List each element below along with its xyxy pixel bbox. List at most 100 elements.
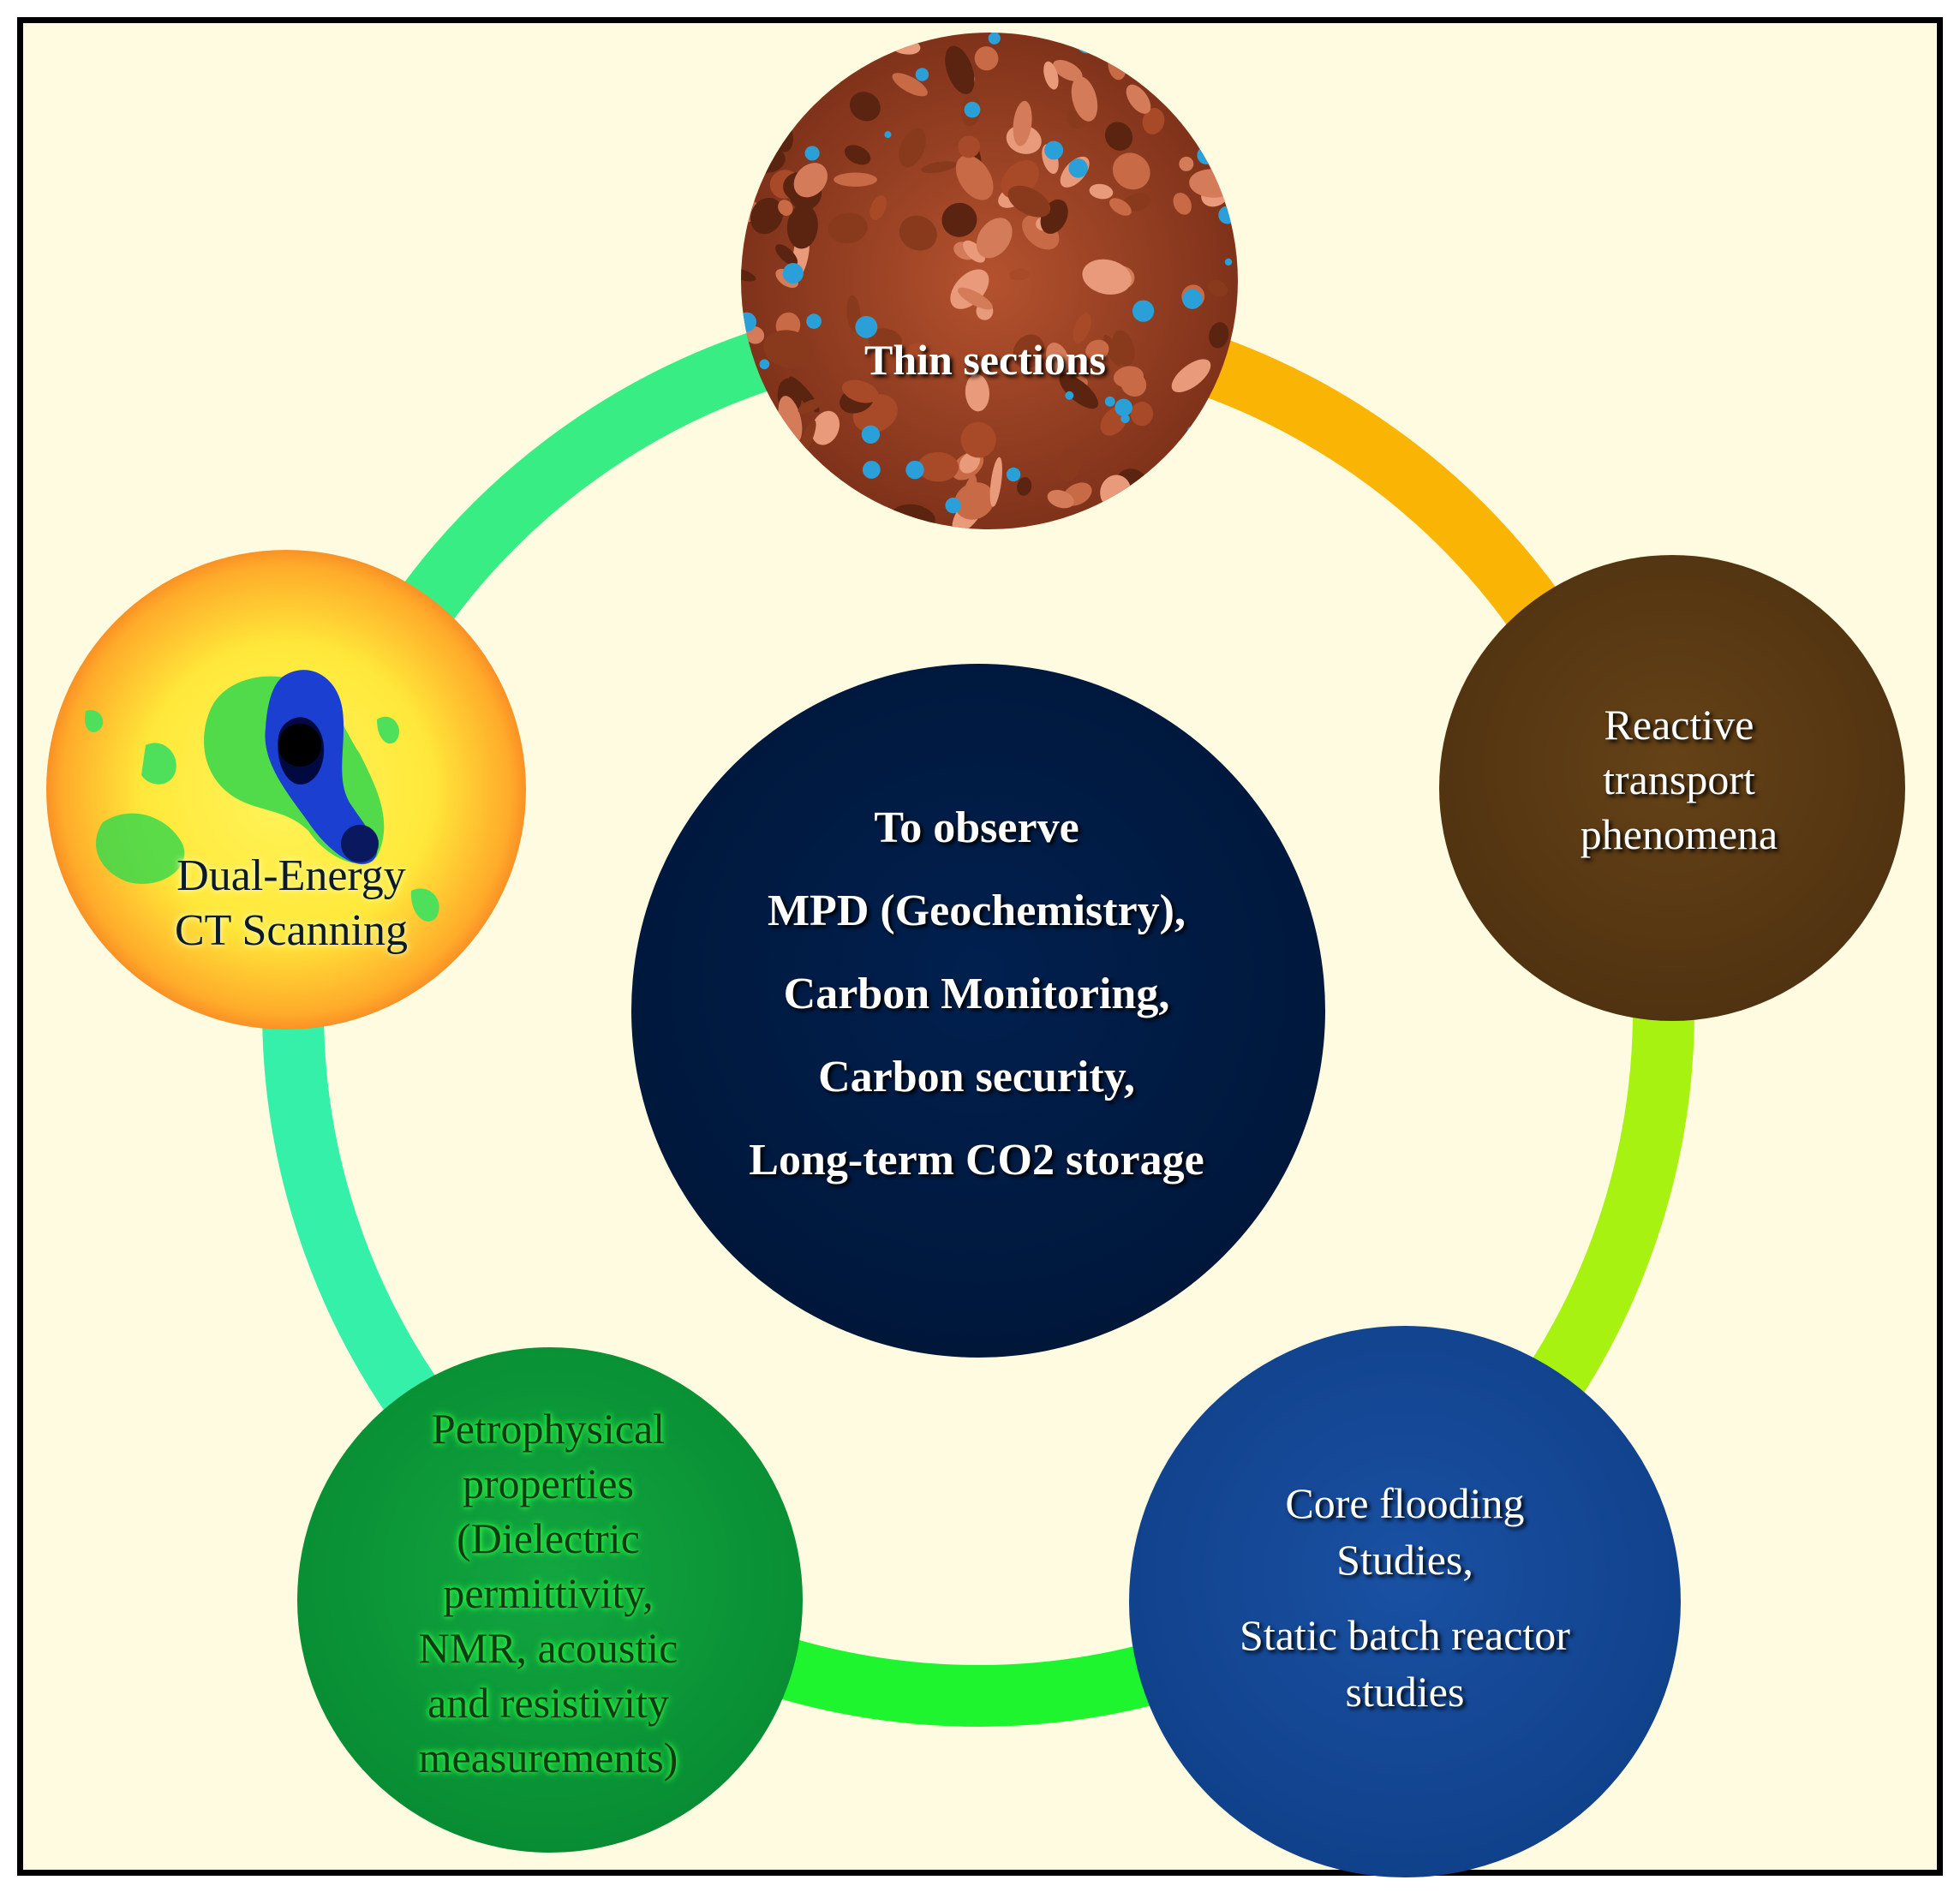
center-label: To observe MPD (Geochemistry), Carbon Mo…: [668, 788, 1285, 1199]
center-line-5: Long-term CO2 storage: [749, 1135, 1204, 1185]
rock-grain: [741, 104, 763, 142]
pore-space: [1132, 300, 1155, 322]
petro-line-7: measurements): [418, 1734, 678, 1782]
rock-grain: [892, 73, 928, 97]
core-flooding-node: [1129, 1326, 1681, 1877]
rock-grain: [1174, 76, 1203, 93]
pore-space: [1187, 426, 1196, 435]
pore-space: [1044, 140, 1064, 160]
ct-line-2: CT Scanning: [174, 906, 409, 955]
rock-grain: [774, 97, 792, 130]
pore-space: [806, 313, 822, 329]
rock-grain: [1043, 61, 1059, 90]
rock-grain: [1213, 466, 1232, 486]
pore-space: [915, 68, 929, 81]
pore-space: [988, 33, 1001, 45]
pore-space: [945, 497, 961, 514]
pore-space: [884, 131, 892, 139]
rock-grain: [741, 510, 762, 528]
pore-space: [964, 101, 981, 118]
rock-grain: [963, 240, 986, 263]
rock-grain: [1108, 198, 1132, 216]
petro-line-1: Petrophysical: [431, 1405, 666, 1453]
pore-space: [1156, 474, 1175, 494]
reactive-line-1: Reactive: [1604, 701, 1754, 749]
rock-grain: [849, 92, 881, 122]
rock-grain: [1203, 63, 1238, 84]
rock-grain: [958, 287, 993, 310]
petro-line-4: permittivity,: [443, 1569, 654, 1617]
ct-scanning-node: [46, 550, 526, 1030]
rock-grain: [961, 474, 977, 513]
pore-space: [1197, 146, 1216, 165]
rock-grain: [1171, 359, 1211, 393]
rock-grain: [921, 161, 957, 174]
ct-scanning-label: Dual-Energy CT Scanning: [86, 844, 497, 964]
rock-grain: [1113, 366, 1144, 388]
rock-grain: [1130, 402, 1154, 427]
pore-space: [1159, 44, 1168, 52]
rock-grain: [1073, 313, 1091, 343]
core-line-2: Studies,: [1336, 1536, 1473, 1584]
rock-grain: [766, 477, 795, 508]
rock-grain: [899, 215, 937, 251]
pore-space: [1182, 289, 1203, 309]
petrophysical-label: Petrophysical properties (Dielectric per…: [326, 1396, 771, 1790]
rock-grain: [960, 421, 996, 458]
rock-grain: [844, 145, 871, 165]
reactive-line-2: transport: [1603, 755, 1755, 803]
rock-grain: [1013, 334, 1045, 369]
center-line-2: MPD (Geochemistry),: [767, 886, 1186, 935]
rock-grain: [750, 197, 784, 235]
rock-grain: [899, 128, 926, 168]
rock-grain: [958, 135, 981, 158]
pore-space: [1114, 398, 1132, 417]
pore-space: [771, 138, 781, 148]
thin-sections-text: Thin sections: [863, 336, 1106, 384]
rock-grain: [834, 172, 877, 187]
pore-space: [804, 146, 820, 161]
rock-grain: [1176, 75, 1216, 106]
rock-grain: [900, 343, 934, 377]
rock-grain: [1047, 489, 1074, 509]
rock-grain: [945, 45, 975, 94]
rock-grain: [1082, 259, 1132, 295]
rock-grain: [989, 457, 1002, 507]
center-line-3: Carbon Monitoring,: [783, 969, 1170, 1018]
rock-grain: [841, 379, 879, 403]
pore-space: [861, 425, 881, 444]
core-flooding-label: Core flooding Studies, Static batch reac…: [1165, 1473, 1645, 1722]
rock-grain: [1163, 489, 1200, 518]
rock-grain: [741, 408, 765, 439]
pore-space: [855, 315, 878, 338]
rock-grain: [1200, 33, 1226, 44]
rock-grain: [1126, 84, 1151, 114]
core-line-4: studies: [1345, 1668, 1465, 1716]
pore-space: [1006, 467, 1021, 482]
pore-space: [1076, 33, 1097, 54]
rock-grain: [1103, 334, 1121, 367]
rock-grain: [786, 33, 828, 57]
rock-grain: [773, 56, 792, 77]
ct-scan-image: [85, 670, 439, 922]
rock-grain: [965, 373, 989, 412]
rock-grain: [1207, 279, 1228, 297]
rock-grain: [1059, 373, 1099, 409]
rock-grain: [1071, 76, 1098, 122]
rock-grain: [780, 456, 802, 478]
rock-grain: [1216, 115, 1234, 127]
rock-grain: [1209, 406, 1233, 453]
rock-grain: [868, 328, 902, 353]
pore-space: [1065, 391, 1074, 400]
rock-grain: [764, 455, 796, 484]
rock-grain: [803, 33, 846, 56]
rock-grain: [1104, 122, 1133, 151]
reactive-line-3: phenomena: [1580, 810, 1778, 858]
rock-grain: [798, 398, 823, 414]
thin-sections-node: [741, 33, 1238, 529]
pore-space: [1104, 396, 1115, 407]
rock-grain: [1046, 343, 1069, 373]
pore-space: [1068, 158, 1088, 178]
reactive-transport-node: [1439, 555, 1905, 1021]
